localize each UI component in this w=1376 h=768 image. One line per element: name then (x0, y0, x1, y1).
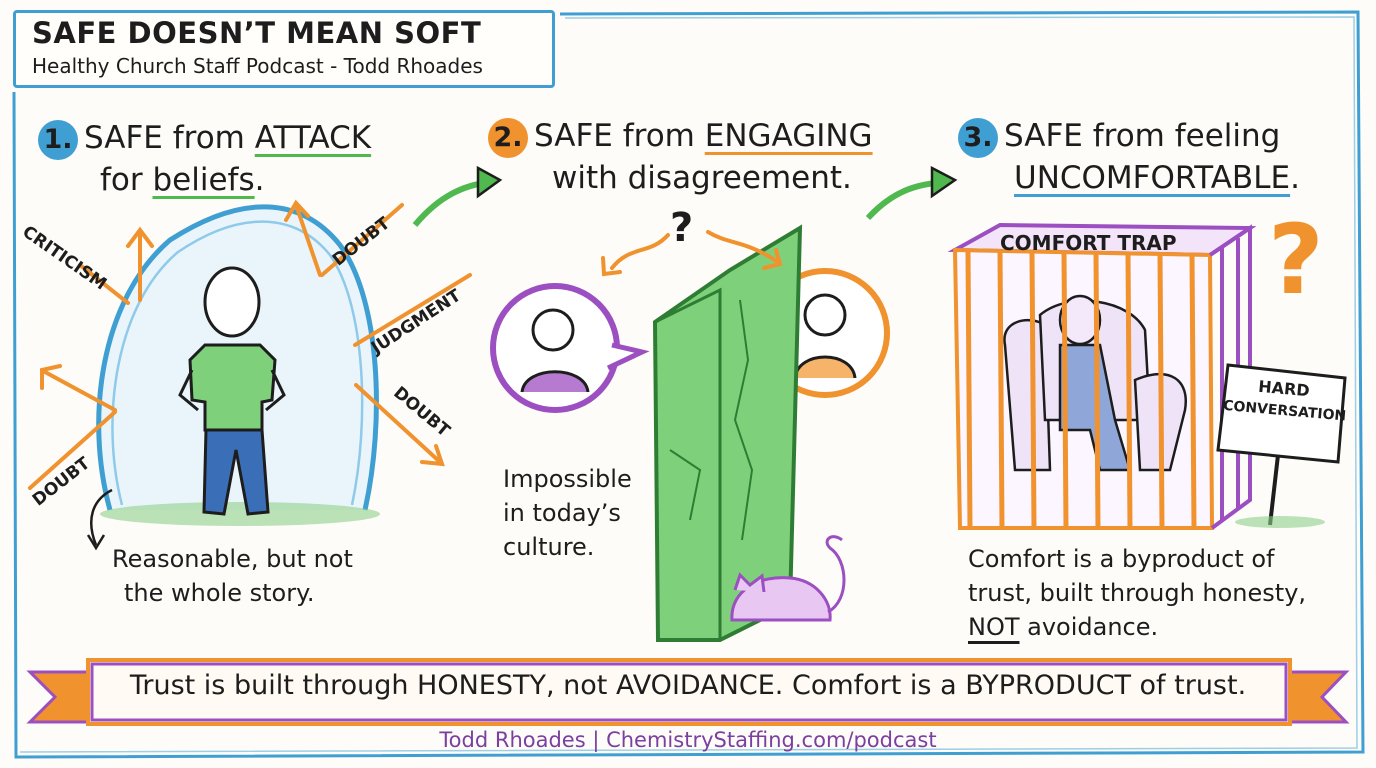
outer-frame (12, 10, 1365, 759)
section-1-heading-line2: for beliefs. (100, 162, 265, 198)
section-3-heading-line2: UNCOMFORTABLE. (1014, 160, 1300, 196)
banner-message: Trust is built through HONESTY, not AVOI… (129, 670, 1247, 701)
exchange-arrows-icon (601, 230, 783, 277)
flow-arrow-icon (865, 165, 958, 221)
flow-arrow-icon (412, 165, 503, 227)
section-2-caption: Impossible in today’s culture. (503, 465, 632, 561)
page-subtitle: Healthy Church Staff Podcast - Todd Rhoa… (32, 54, 483, 78)
section-3-keyword: UNCOMFORTABLE (1014, 160, 1291, 196)
speech-bubble-icon (490, 283, 650, 413)
footer-credit: Todd Rhoades | ChemistryStaffing.com/pod… (439, 728, 937, 752)
banner-ribbon (26, 658, 1350, 726)
grass-patch (100, 502, 380, 526)
section-3-heading: 3.SAFE from feeling (958, 116, 1280, 158)
cage-label: COMFORT TRAP (1000, 231, 1177, 255)
page-title: SAFE DOESN’T MEAN SOFT (32, 16, 482, 50)
question-mark-icon: ? (670, 205, 694, 251)
section-3-caption: Comfort is a byproduct of trust, built t… (968, 545, 1307, 641)
section-2-heading: 2.SAFE from ENGAGING (488, 116, 873, 158)
cat-icon (730, 535, 846, 622)
section-3-number: 3. (958, 117, 998, 158)
section-1-number: 1. (38, 119, 78, 160)
person-icon (178, 266, 286, 516)
signpost-icon (1216, 363, 1347, 526)
section-2-keyword: ENGAGING (704, 118, 873, 154)
section-1-heading: 1.SAFE from ATTACK (38, 118, 371, 160)
question-mark-icon: ? (1268, 204, 1324, 316)
cage-bars (965, 251, 1197, 529)
section-1-keyword: ATTACK (254, 120, 372, 156)
attack-arrow-icon (28, 199, 472, 490)
section-2-heading-line2: with disagreement. (552, 160, 852, 196)
section-2-number: 2. (488, 117, 528, 158)
section-1-caption: Reasonable, but not the whole story. (112, 545, 353, 607)
title-box (13, 10, 555, 88)
